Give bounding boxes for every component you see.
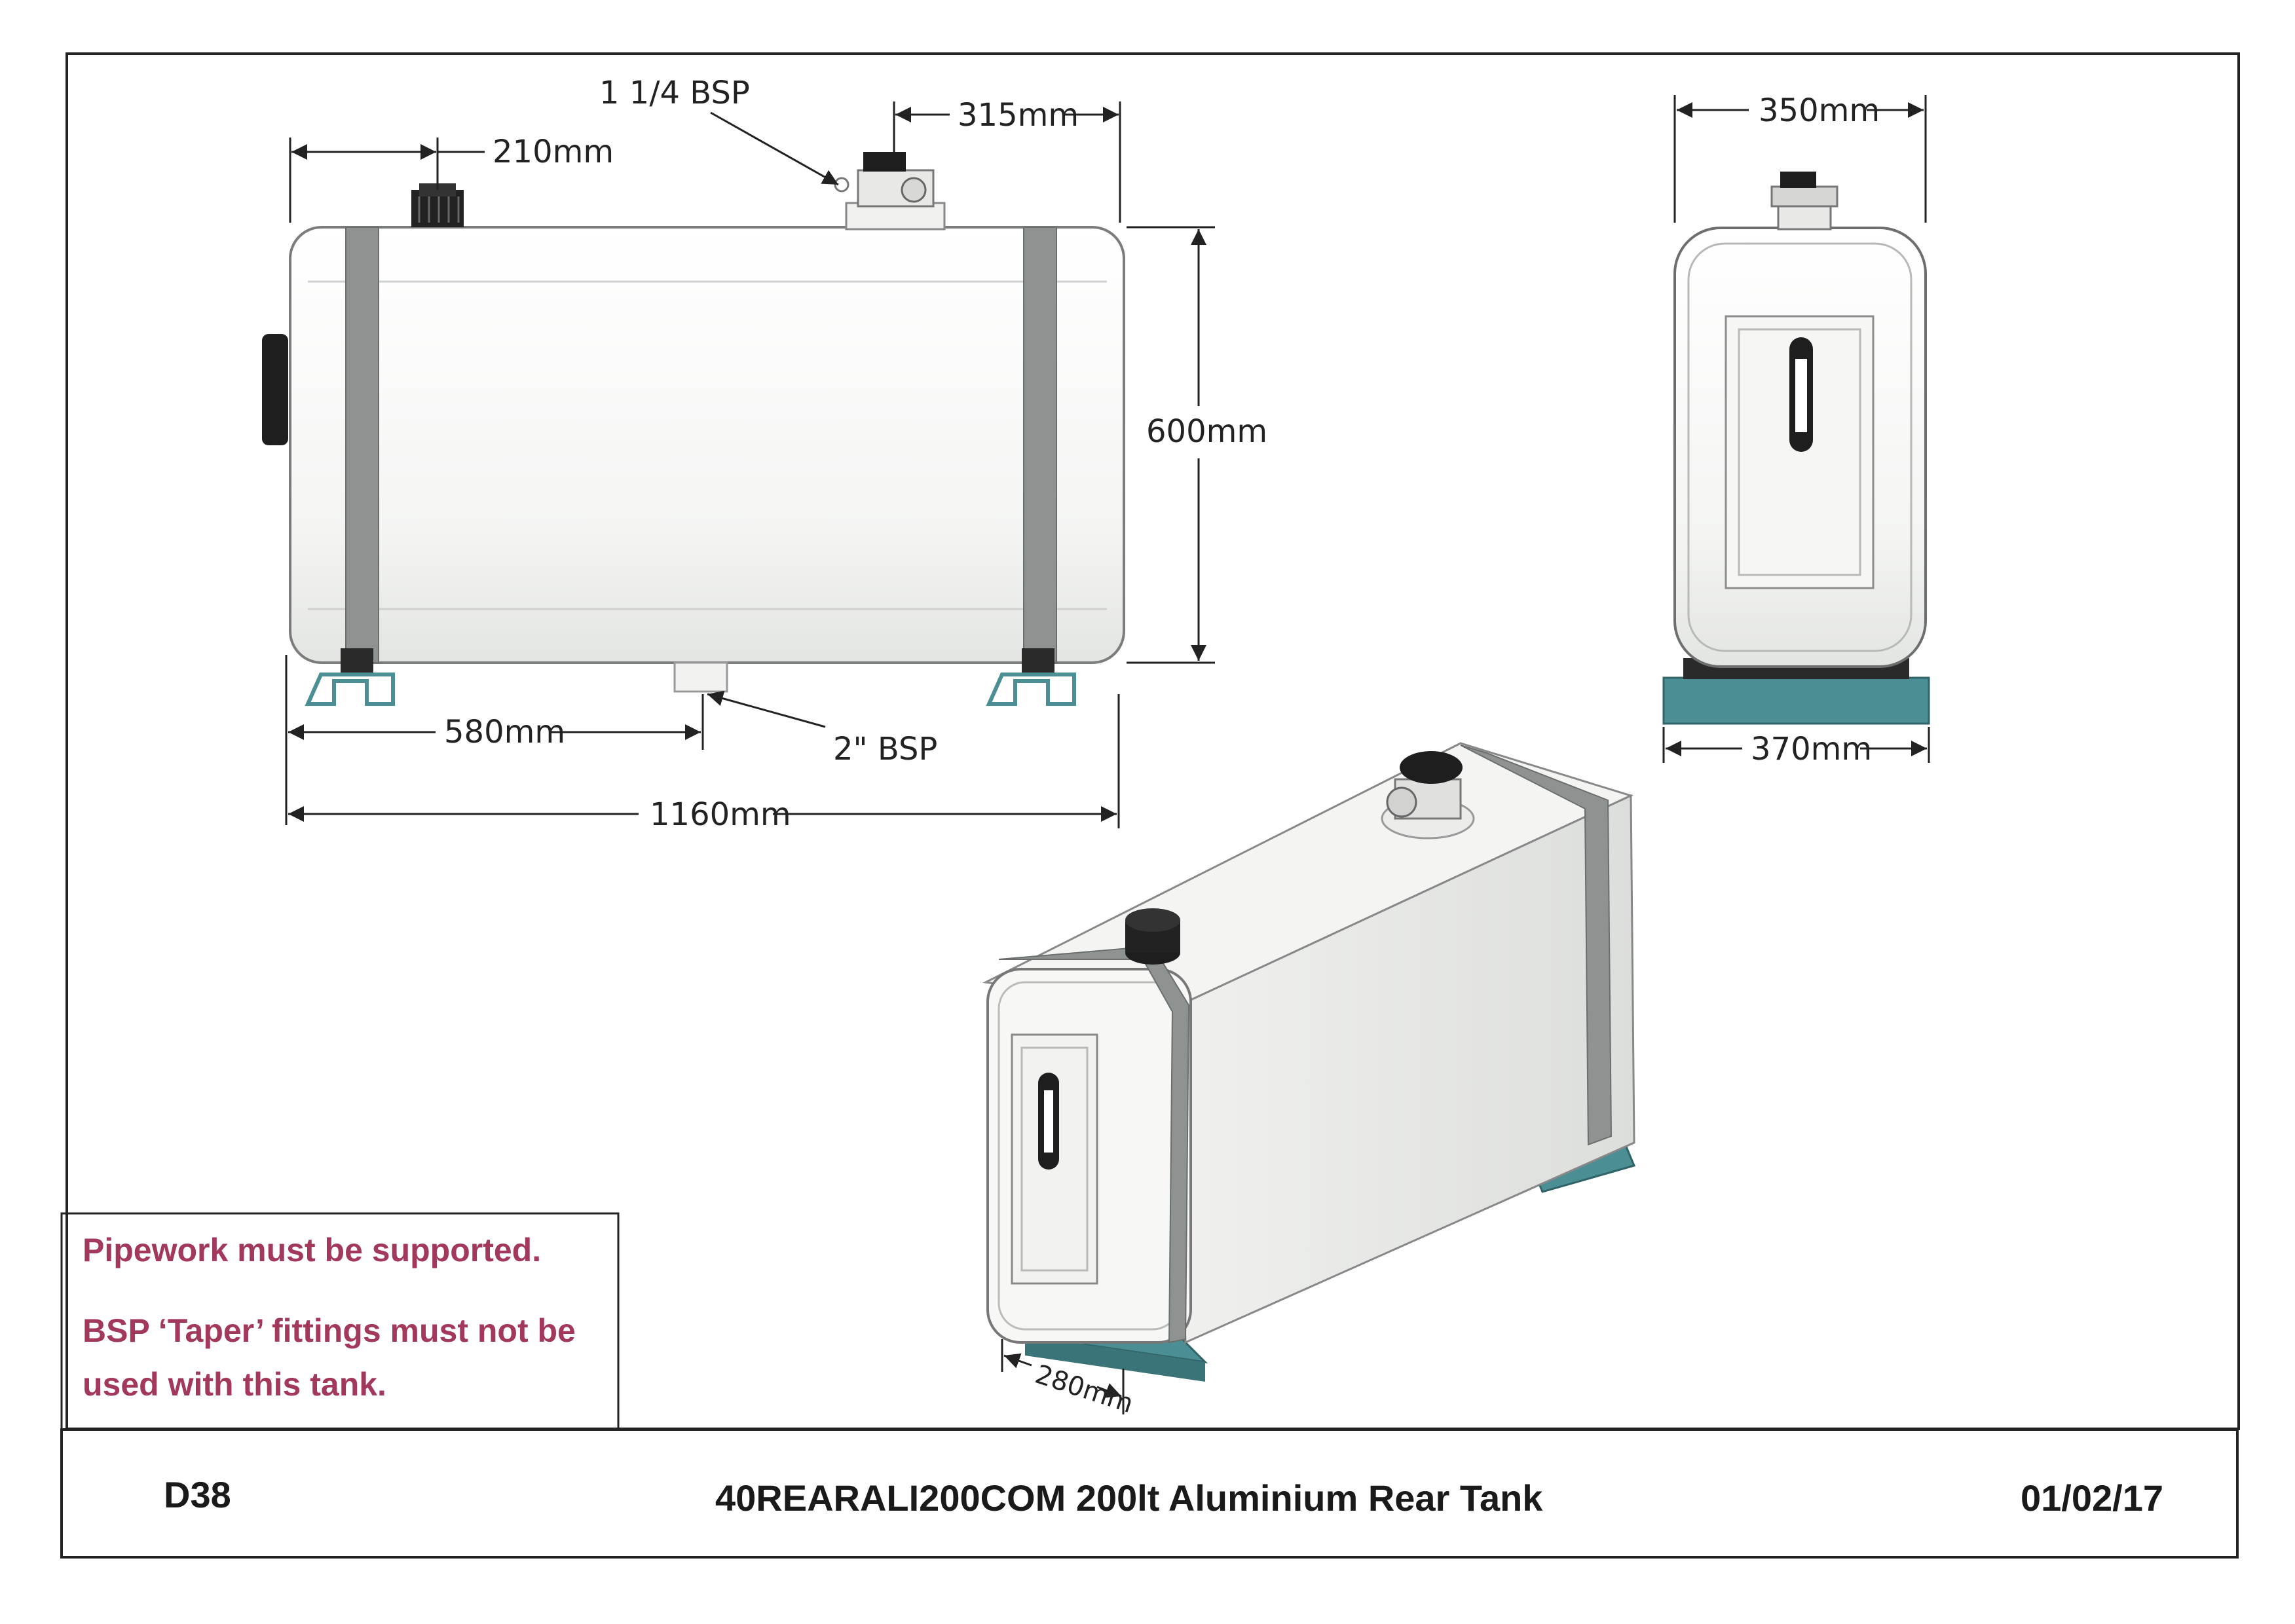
note-taper-fittings-line1: BSP ‘Taper’ fittings must not be: [83, 1312, 576, 1349]
end-view: 350mm 370mm: [1662, 92, 1930, 767]
dimension-length-label: 1160mm: [650, 796, 791, 833]
side-view-foot-right: [986, 648, 1076, 706]
side-view-foot-left: [305, 648, 395, 706]
drawing-description: 40REARALI200COM 200lt Aluminium Rear Tan…: [715, 1477, 1543, 1519]
dimension-height-label: 600mm: [1146, 413, 1267, 450]
end-view-sight-gauge: [1789, 337, 1813, 452]
iso-inlet-fitting: [1381, 751, 1475, 840]
dimension-outlet-offset-label: 580mm: [444, 714, 565, 750]
iso-filler-cap: [1125, 908, 1180, 965]
outlet-bsp-label: 2" BSP: [833, 731, 937, 767]
drawing-number: D38: [164, 1474, 231, 1515]
side-view-inlet-fitting: [834, 152, 946, 231]
end-view-mount-base: [1662, 676, 1930, 725]
dimension-width-label: 350mm: [1759, 92, 1880, 129]
side-view-strap-left: [345, 227, 379, 663]
dimension-inlet-offset-label: 315mm: [958, 97, 1079, 134]
side-view: 210mm 1 1/4 BSP 315mm 600mm 580mm 2" BSP…: [262, 75, 1267, 833]
notes-box: [60, 1212, 620, 1431]
inlet-bsp-label: 1 1/4 BSP: [599, 75, 750, 111]
side-view-strap-right: [1023, 227, 1057, 663]
note-taper-fittings-line2: used with this tank.: [83, 1366, 386, 1403]
iso-sight-gauge: [1038, 1073, 1059, 1170]
side-view-tank-body: [289, 226, 1125, 664]
iso-strap-rear: [1460, 745, 1613, 1146]
drawing-date: 01/02/17: [2021, 1477, 2163, 1519]
side-view-filler-cap: [411, 183, 464, 227]
side-view-outlet: [673, 661, 728, 693]
side-view-sight-gauge: [262, 334, 288, 445]
dimension-foot-width-label: 370mm: [1751, 731, 1872, 767]
note-pipework: Pipework must be supported.: [83, 1232, 542, 1268]
end-view-inlet-fitting: [1770, 172, 1838, 231]
title-block: [60, 1428, 2239, 1559]
dimension-cap-offset-label: 210mm: [493, 134, 614, 170]
isometric-view: 280mm: [982, 742, 1636, 1419]
